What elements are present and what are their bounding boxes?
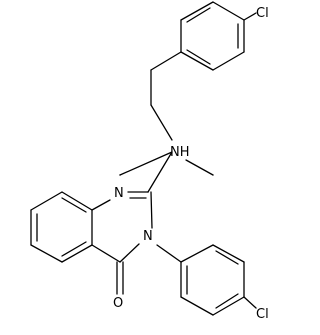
- ethylamine-linker: [150, 51, 214, 176]
- carbonyl-oxygen-label: O: [113, 296, 123, 311]
- structure-drawing: Cl NH N N O Cl: [30, 1, 269, 322]
- top-chlorophenyl-ring: [180, 1, 257, 71]
- molecule-diagram: Cl NH N N O Cl: [30, 1, 269, 322]
- methylene-bridge: [119, 151, 173, 176]
- c2-ch2-bond: [147, 151, 173, 193]
- quinazolinone-core: [30, 174, 153, 295]
- bottom-chlorophenyl-ring: [156, 244, 257, 316]
- amine-nh-label: NH: [170, 145, 190, 160]
- ring-nitrogen-1-label: N: [114, 186, 124, 201]
- chlorine-bottom-label: Cl: [256, 307, 269, 322]
- atom-labels: Cl NH N N O Cl: [113, 6, 269, 322]
- chlorine-top-label: Cl: [256, 6, 269, 21]
- ring-nitrogen-3-label: N: [143, 229, 153, 244]
